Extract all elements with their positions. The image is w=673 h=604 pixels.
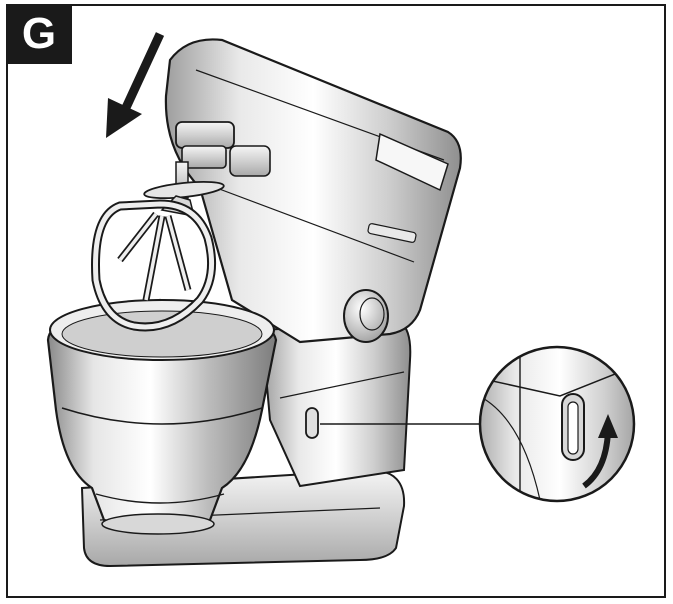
step-badge: G bbox=[6, 4, 72, 64]
speed-knob bbox=[343, 289, 389, 343]
rotate-lever-arrow-icon bbox=[582, 414, 618, 489]
lever-slot bbox=[305, 407, 319, 439]
mixer-body bbox=[260, 320, 412, 488]
zoom-callout bbox=[478, 345, 636, 503]
head-lower-arrow-icon bbox=[106, 32, 165, 138]
k-beater bbox=[91, 161, 225, 332]
mixing-bowl bbox=[46, 298, 278, 535]
step-letter: G bbox=[21, 9, 57, 58]
brand-plate bbox=[367, 223, 417, 243]
mixer-head bbox=[164, 38, 462, 344]
